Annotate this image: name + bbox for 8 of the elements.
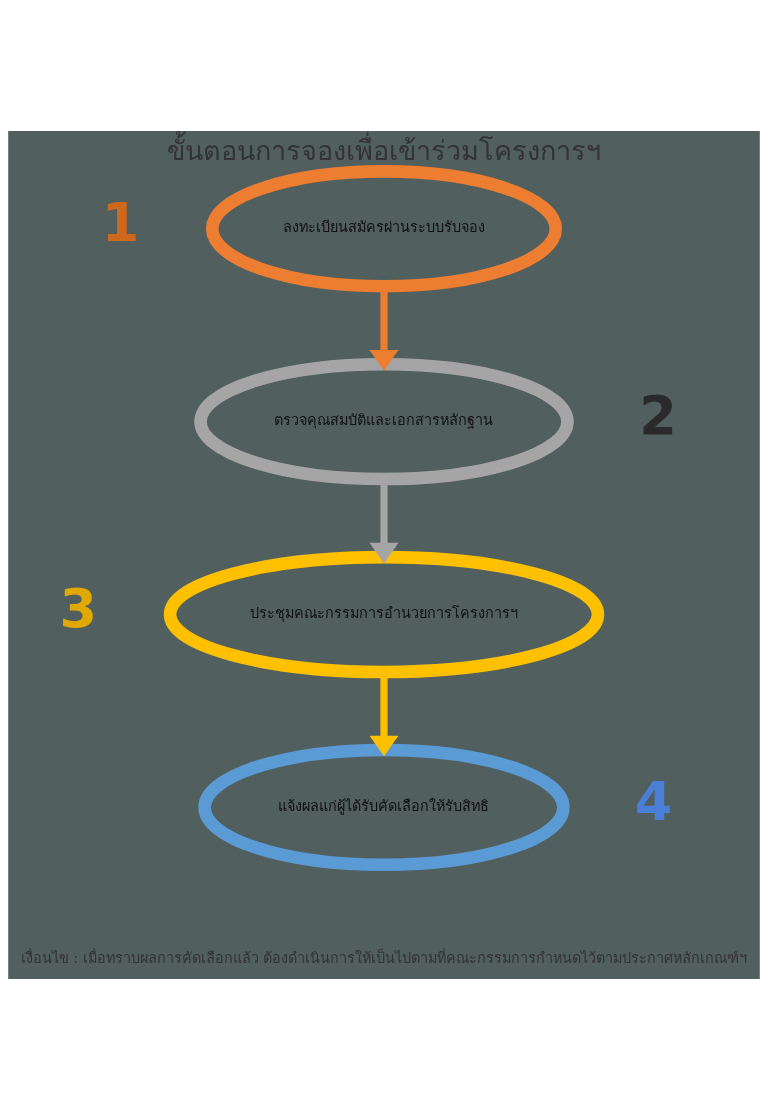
node-ellipse: ประชุมคณะกรรมการอำนวยการโครงการฯ — [163, 550, 605, 679]
node-ellipse: ตรวจคุณสมบัติและเอกสารหลักฐาน — [194, 357, 574, 486]
node-ellipse: แจ้งผลแก่ผู้ได้รับคัดเลือกให้รับสิทธิ — [198, 743, 570, 872]
node-ellipse: ลงทะเบียนสมัครผ่านระบบรับจอง — [205, 165, 563, 293]
node-label: 1 — [101, 191, 140, 255]
arrow — [369, 286, 399, 371]
node-label: 3 — [59, 577, 98, 641]
node-label: 4 — [634, 770, 673, 834]
